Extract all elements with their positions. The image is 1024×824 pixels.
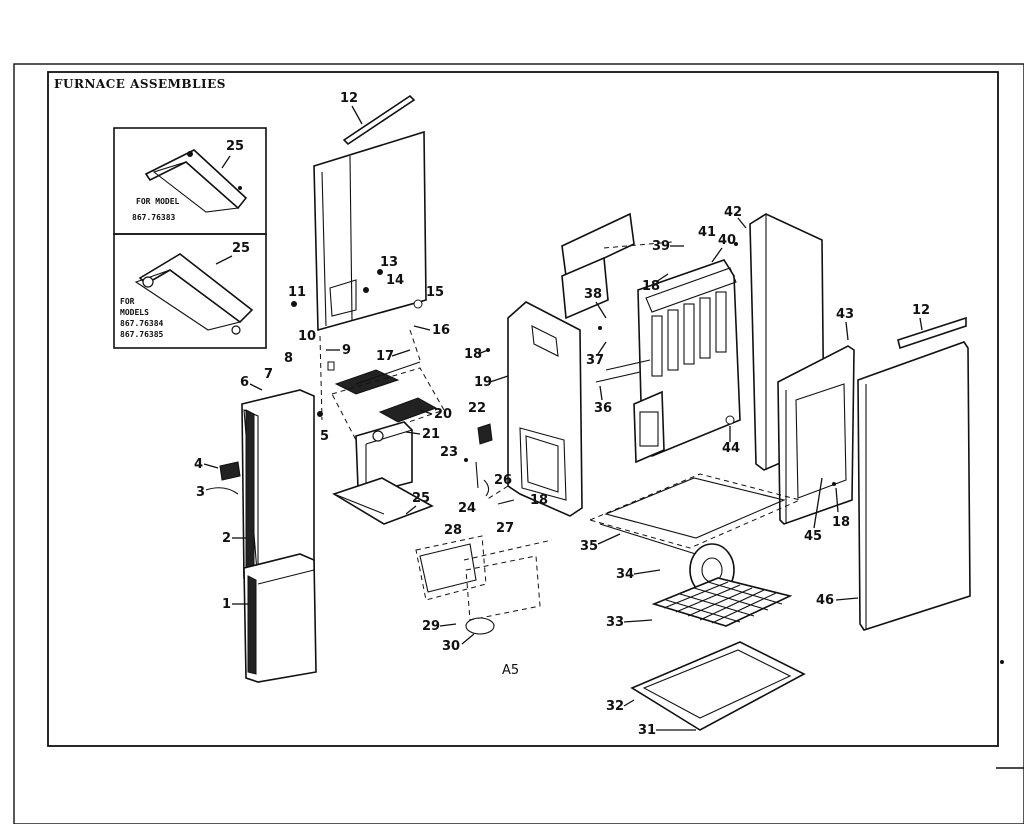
bottom-panel — [630, 641, 806, 731]
callout-39: 39 — [652, 239, 670, 254]
callout-25-inset-2: 25 — [232, 241, 250, 256]
callout-36: 36 — [594, 401, 612, 416]
callout-3: 3 — [196, 485, 205, 500]
callout-5: 5 — [320, 429, 329, 444]
callout-30: 30 — [442, 639, 460, 654]
inset-2-caption-line-4: 867.76385 — [120, 330, 164, 339]
callout-18-upper: 18 — [642, 279, 660, 294]
callout-40: 40 — [718, 233, 736, 248]
callout-28: 28 — [444, 523, 462, 538]
callout-15: 15 — [426, 285, 444, 300]
callout-26: 26 — [494, 473, 512, 488]
callout-13: 13 — [380, 255, 398, 270]
callout-19: 19 — [474, 375, 492, 390]
callout-9: 9 — [342, 343, 351, 358]
callout-22: 22 — [468, 401, 486, 416]
callout-38: 38 — [584, 287, 602, 302]
right-side-panel — [857, 316, 971, 631]
filter-grille — [651, 577, 793, 627]
callout-27: 27 — [496, 521, 514, 536]
top-panel-group — [313, 94, 427, 421]
callout-44: 44 — [722, 441, 740, 456]
callout-29: 29 — [422, 619, 440, 634]
callout-42: 42 — [724, 205, 742, 220]
inset-2-caption-line-2: MODELS — [120, 308, 149, 317]
callout-7: 7 — [264, 367, 273, 382]
page-code: A5 — [502, 663, 519, 678]
callout-21: 21 — [422, 427, 440, 442]
callout-18-mid: 18 — [530, 493, 548, 508]
callout-18-right: 18 — [832, 515, 850, 530]
callout-37: 37 — [586, 353, 604, 368]
callout-41: 41 — [698, 225, 716, 240]
callout-23: 23 — [440, 445, 458, 460]
callouts: 12 25 25 11 13 14 15 16 10 9 17 8 7 6 5 … — [194, 91, 930, 738]
callout-25-inset-1: 25 — [226, 139, 244, 154]
callout-4: 4 — [194, 457, 203, 472]
callout-10: 10 — [298, 329, 316, 344]
callout-25-main: 25 — [412, 491, 430, 506]
inset-2-caption-line-1: FOR — [120, 297, 135, 306]
callout-18-left: 18 — [464, 347, 482, 362]
callout-2: 2 — [222, 531, 231, 546]
diagram-title: FURNACE ASSEMBLIES — [54, 77, 226, 91]
callout-24: 24 — [458, 501, 476, 516]
callout-45: 45 — [804, 529, 822, 544]
front-panels — [205, 389, 317, 683]
heat-exchanger-panel — [485, 301, 583, 517]
side-panel — [777, 345, 855, 525]
inset-1-caption-line-1: FOR MODEL — [136, 197, 180, 206]
callout-8: 8 — [284, 351, 293, 366]
callout-34: 34 — [616, 567, 634, 582]
burner-assembly — [331, 361, 445, 441]
callout-1: 1 — [222, 597, 231, 612]
callout-16: 16 — [432, 323, 450, 338]
callout-12-left: 12 — [340, 91, 358, 106]
callout-11: 11 — [288, 285, 306, 300]
callout-12-right: 12 — [912, 303, 930, 318]
callout-33: 33 — [606, 615, 624, 630]
callout-35: 35 — [580, 539, 598, 554]
heat-exchanger — [595, 259, 741, 464]
callout-17: 17 — [376, 349, 394, 364]
callout-46: 46 — [816, 593, 834, 608]
callout-31: 31 — [638, 723, 656, 738]
callout-14: 14 — [386, 273, 404, 288]
inset-2-caption-line-3: 867.76384 — [120, 319, 164, 328]
inner-frame — [47, 71, 999, 747]
outer-frame — [13, 63, 1024, 824]
rear-top-panel — [561, 212, 673, 320]
blower-motor — [415, 535, 553, 635]
callout-6: 6 — [240, 375, 249, 390]
blower-housing — [332, 421, 434, 525]
inset-1-caption-line-2: 867.76383 — [132, 213, 176, 222]
inset-models-76384-76385: FOR MODELS 867.76384 867.76385 — [113, 233, 267, 349]
callout-43: 43 — [836, 307, 854, 322]
callout-32: 32 — [606, 699, 624, 714]
callout-20: 20 — [434, 407, 452, 422]
fasteners — [291, 242, 836, 505]
